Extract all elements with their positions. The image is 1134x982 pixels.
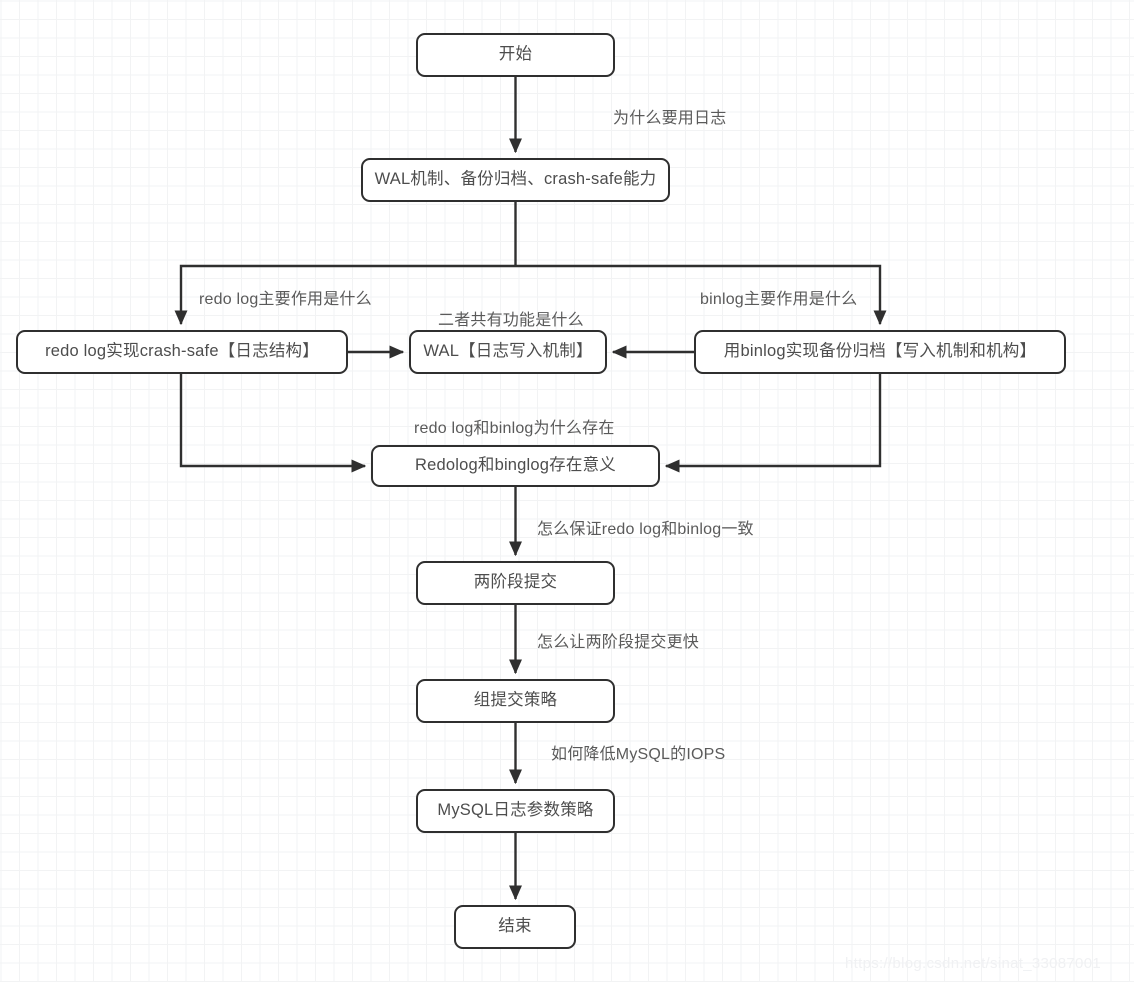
node-end-label: 结束: [498, 917, 532, 936]
edge-label-keep-consistent: 怎么保证redo log和binlog一致: [537, 521, 754, 538]
node-binlog-label: 用binlog实现备份归档【写入机制和机构】: [723, 342, 1037, 361]
node-two-phase-commit-label: 两阶段提交: [473, 573, 558, 592]
node-mysql-log-params[interactable]: MySQL日志参数策略: [416, 789, 615, 833]
node-wal-why-label: WAL机制、备份归档、crash-safe能力: [374, 170, 657, 189]
node-two-phase-commit[interactable]: 两阶段提交: [416, 561, 615, 605]
edge-label-lower-iops: 如何降低MySQL的IOPS: [551, 746, 726, 763]
node-redo-log[interactable]: redo log实现crash-safe【日志结构】: [16, 330, 348, 374]
edge-label-faster-commit: 怎么让两阶段提交更快: [537, 634, 700, 651]
edge-label-why-logs: 为什么要用日志: [613, 110, 727, 127]
edge-label-binlog-purpose: binlog主要作用是什么: [700, 291, 858, 308]
node-binlog[interactable]: 用binlog实现备份归档【写入机制和机构】: [694, 330, 1066, 374]
node-group-commit-label: 组提交策略: [473, 691, 558, 710]
node-mysql-log-params-label: MySQL日志参数策略: [437, 801, 594, 820]
edge-label-redo-purpose: redo log主要作用是什么: [199, 291, 372, 308]
node-wal-label: WAL【日志写入机制】: [423, 342, 593, 361]
node-meaning-label: Redolog和binglog存在意义: [415, 456, 616, 475]
node-start-label: 开始: [498, 45, 533, 64]
edge-redo-to-meaning: [179, 374, 367, 473]
node-end[interactable]: 结束: [454, 905, 576, 949]
edge-label-why-both-exist: redo log和binlog为什么存在: [414, 420, 615, 437]
node-wal-why[interactable]: WAL机制、备份归档、crash-safe能力: [361, 158, 670, 202]
node-group-commit[interactable]: 组提交策略: [416, 679, 615, 723]
node-wal[interactable]: WAL【日志写入机制】: [409, 330, 607, 374]
node-redolog-binlog-meaning[interactable]: Redolog和binglog存在意义: [371, 445, 660, 487]
edge-label-common-function: 二者共有功能是什么: [438, 312, 584, 329]
watermark: https://blog.csdn.net/sinat_33087001: [845, 955, 1101, 972]
node-redo-log-label: redo log实现crash-safe【日志结构】: [45, 342, 319, 361]
edge-binlog-to-meaning: [664, 374, 882, 473]
node-start[interactable]: 开始: [416, 33, 615, 77]
